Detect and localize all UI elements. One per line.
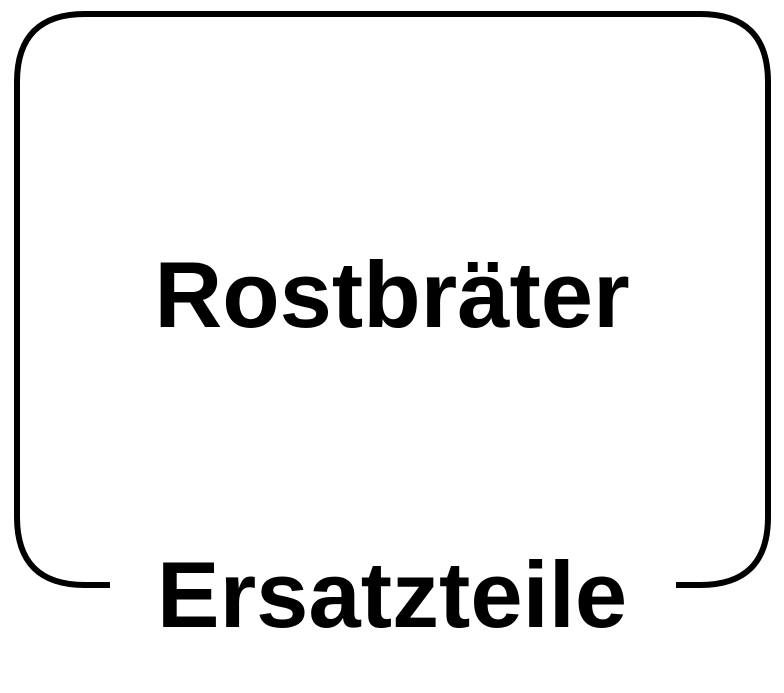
card-title: Rostbräter [154, 242, 630, 347]
frame-outline [14, 11, 771, 588]
card-subtitle: Ersatzteile [156, 542, 628, 647]
